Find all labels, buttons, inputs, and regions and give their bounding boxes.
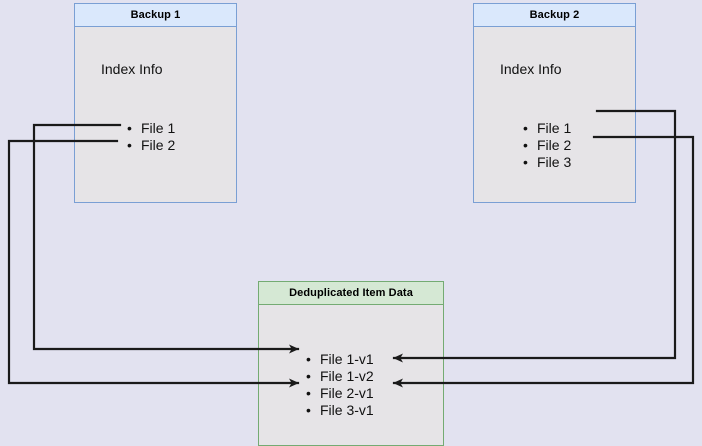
node-backup-1-section-label: Index Info [101,61,163,77]
node-backup-2-title: Backup 2 [474,4,635,27]
node-backup-2-file-list: File 1 File 2 File 3 [523,120,571,171]
node-deduplicated-item-data[interactable]: Deduplicated Item Data File 1-v1 File 1-… [258,281,444,446]
list-item[interactable]: File 1-v1 [306,351,374,368]
list-item[interactable]: File 2-v1 [306,385,374,402]
node-backup-1-title: Backup 1 [75,4,236,27]
list-item[interactable]: File 1-v2 [306,368,374,385]
node-backup-1-body: Index Info File 1 File 2 [75,27,236,202]
node-backup-2-section-label: Index Info [500,61,562,77]
list-item[interactable]: File 1 [523,120,571,137]
node-deduplicated-item-data-title: Deduplicated Item Data [259,282,443,305]
list-item[interactable]: File 1 [127,120,175,137]
list-item[interactable]: File 2 [127,137,175,154]
node-backup-2[interactable]: Backup 2 Index Info File 1 File 2 File 3 [473,3,636,203]
node-backup-1-file-list: File 1 File 2 [127,120,175,154]
node-deduplicated-item-data-body: File 1-v1 File 1-v2 File 2-v1 File 3-v1 [259,305,443,445]
list-item[interactable]: File 2 [523,137,571,154]
node-backup-1[interactable]: Backup 1 Index Info File 1 File 2 [74,3,237,203]
node-deduplicated-file-list: File 1-v1 File 1-v2 File 2-v1 File 3-v1 [306,351,374,419]
node-backup-2-body: Index Info File 1 File 2 File 3 [474,27,635,202]
list-item[interactable]: File 3-v1 [306,402,374,419]
list-item[interactable]: File 3 [523,154,571,171]
